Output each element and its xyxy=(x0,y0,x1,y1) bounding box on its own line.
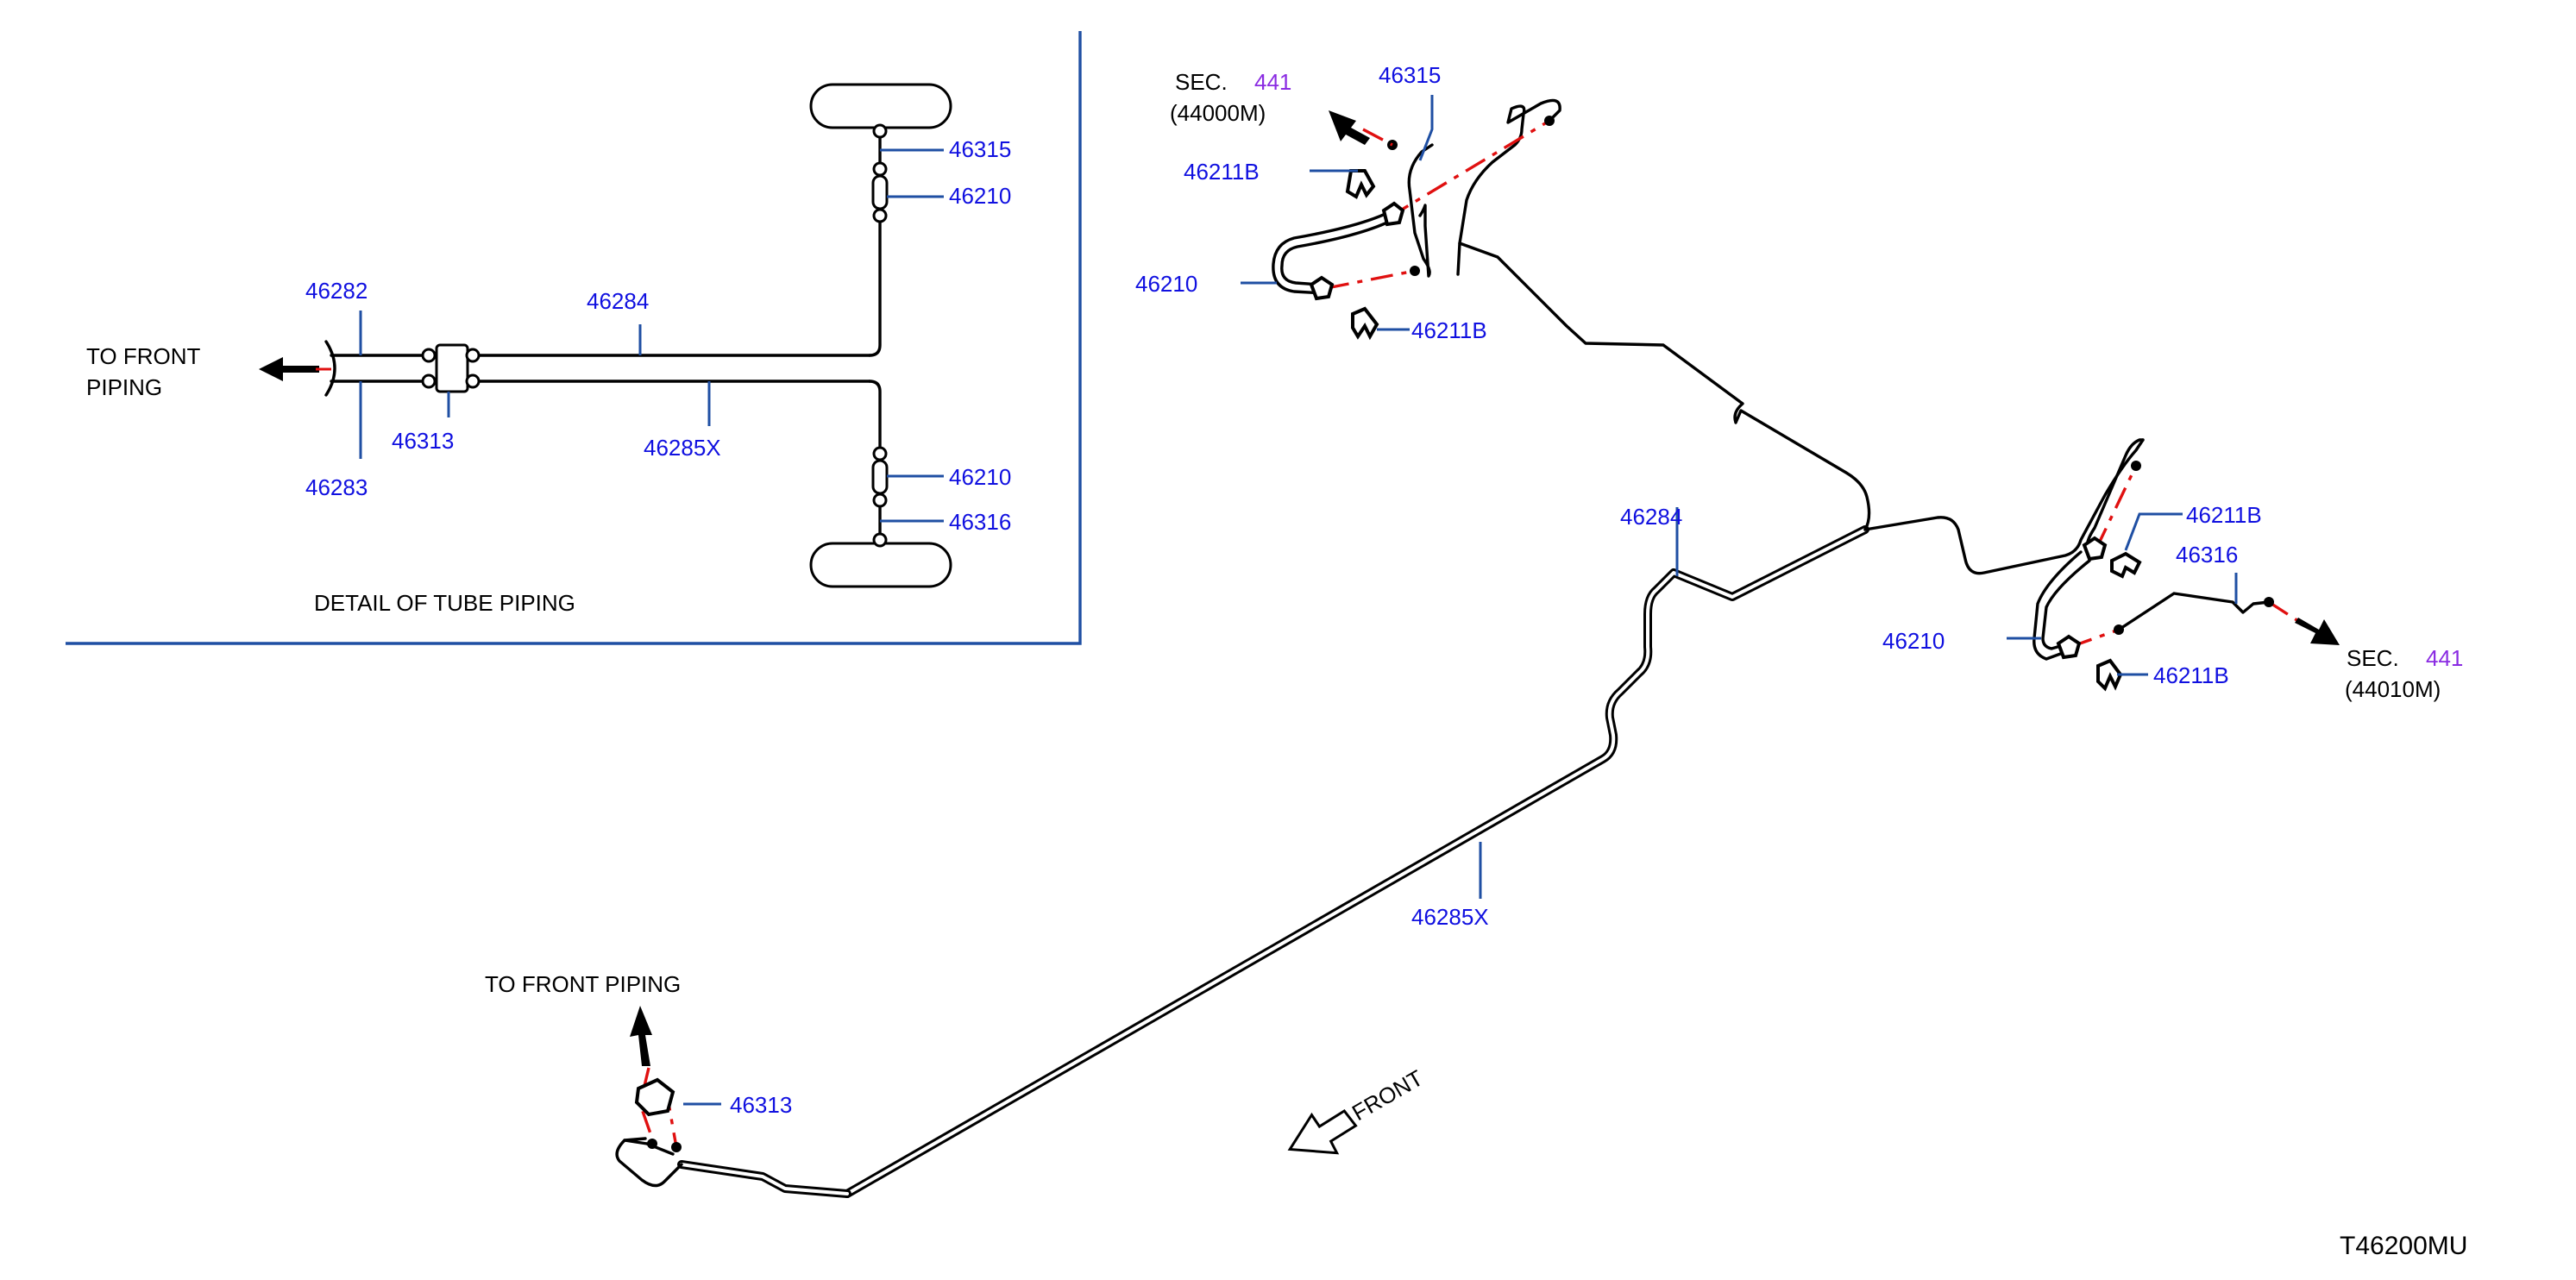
front-direction-icon: FRONT xyxy=(1287,1064,1428,1155)
right-tube-46316 xyxy=(2117,592,2271,631)
detail-inset: 46282 46283 46313 46284 46285X 46315 462… xyxy=(66,31,1082,645)
sec-code-left: (44000M) xyxy=(1170,100,1266,126)
part-label-46283: 46283 xyxy=(305,474,368,500)
part-label-46211b-right-top: 46211B xyxy=(2186,502,2262,528)
sec-prefix-right: SEC. xyxy=(2347,645,2399,671)
diagram-code: T46200MU xyxy=(2340,1232,2467,1260)
to-front-piping-text: TO FRONT PIPING xyxy=(485,971,681,997)
to-front-text-line2: PIPING xyxy=(86,374,162,400)
part-label-46315: 46315 xyxy=(949,136,1011,162)
flare-nut-icon xyxy=(2082,536,2108,562)
part-label-46313-main: 46313 xyxy=(730,1092,792,1118)
detail-pipe-upper-vertical xyxy=(868,126,882,357)
left-hose-loop xyxy=(1272,209,1394,295)
part-label-46313: 46313 xyxy=(392,428,454,454)
left-upper-bracket xyxy=(1458,98,1561,245)
wheel-icon xyxy=(809,83,952,129)
detail-pipe-lower-vertical xyxy=(868,380,882,545)
front-direction-label: FRONT xyxy=(1348,1064,1428,1126)
pipe-front-bend xyxy=(615,1139,683,1188)
detail-pipe-front xyxy=(330,354,430,383)
detail-bracket xyxy=(324,340,336,397)
arrow-icon xyxy=(1329,110,1370,145)
front-connector-assembly: TO FRONT PIPING 46313 xyxy=(485,971,792,1156)
part-label-46316: 46316 xyxy=(949,509,1011,535)
clip-icon xyxy=(1345,169,1376,199)
sec-number-right: 441 xyxy=(2426,645,2463,671)
detail-connector-46313 xyxy=(435,343,469,393)
sec-prefix-left: SEC. xyxy=(1175,69,1228,95)
part-label-46285x: 46285X xyxy=(644,435,721,461)
part-label-46285x-main: 46285X xyxy=(1411,904,1489,930)
part-label-46210-left: 46210 xyxy=(1135,271,1197,297)
right-hose-bracket xyxy=(2085,438,2145,554)
wheel-icon xyxy=(809,542,952,588)
part-label-46211b-left-bottom: 46211B xyxy=(1411,317,1487,343)
part-label-46211b-right-bottom: 46211B xyxy=(2153,662,2229,688)
part-label-46284-main: 46284 xyxy=(1620,504,1682,530)
hidden-line-right-1 xyxy=(2095,465,2138,549)
detail-caption: DETAIL OF TUBE PIPING xyxy=(314,590,575,616)
pipe-46285x xyxy=(843,525,1869,1198)
arrow-icon xyxy=(2295,618,2340,645)
detail-frame xyxy=(66,31,1082,645)
clip-icon xyxy=(1351,306,1379,341)
sec-code-right: (44010M) xyxy=(2345,676,2441,702)
flare-nut-icon xyxy=(634,1077,675,1117)
main-pipe-run xyxy=(615,242,2145,1198)
flare-nut-icon xyxy=(1309,275,1335,301)
clip-icon xyxy=(2096,658,2123,692)
right-assembly: 46211B 46316 46210 46211B SEC. 441 (4401… xyxy=(1882,438,2463,702)
left-hose-tube xyxy=(1407,143,1434,278)
part-label-46210-upper: 46210 xyxy=(949,183,1011,209)
right-hose-loop xyxy=(2033,550,2083,661)
pipe-46284-upper xyxy=(1456,242,1871,531)
arrow-icon xyxy=(259,357,319,381)
hidden-line-left-1 xyxy=(1388,119,1550,219)
to-front-text-line1: TO FRONT xyxy=(86,343,201,369)
arrow-icon xyxy=(630,1006,652,1066)
flare-nut-icon xyxy=(1381,201,1405,227)
sec-number-left: 441 xyxy=(1254,69,1291,95)
part-label-46282: 46282 xyxy=(305,278,368,304)
part-label-46210-lower: 46210 xyxy=(949,464,1011,490)
part-label-46315-main: 46315 xyxy=(1379,62,1441,88)
part-label-46316-main: 46316 xyxy=(2176,542,2238,568)
left-assembly: SEC. 441 (44000M) 46315 46211B 46210 462… xyxy=(1135,62,1561,343)
flare-nut-icon xyxy=(2056,634,2082,660)
part-label-46211b-left-top: 46211B xyxy=(1184,159,1260,185)
hidden-line-left-2 xyxy=(1326,269,1416,290)
part-label-46284: 46284 xyxy=(587,288,649,314)
clip-icon xyxy=(2110,551,2142,579)
part-label-46210-right: 46210 xyxy=(1882,628,1945,654)
